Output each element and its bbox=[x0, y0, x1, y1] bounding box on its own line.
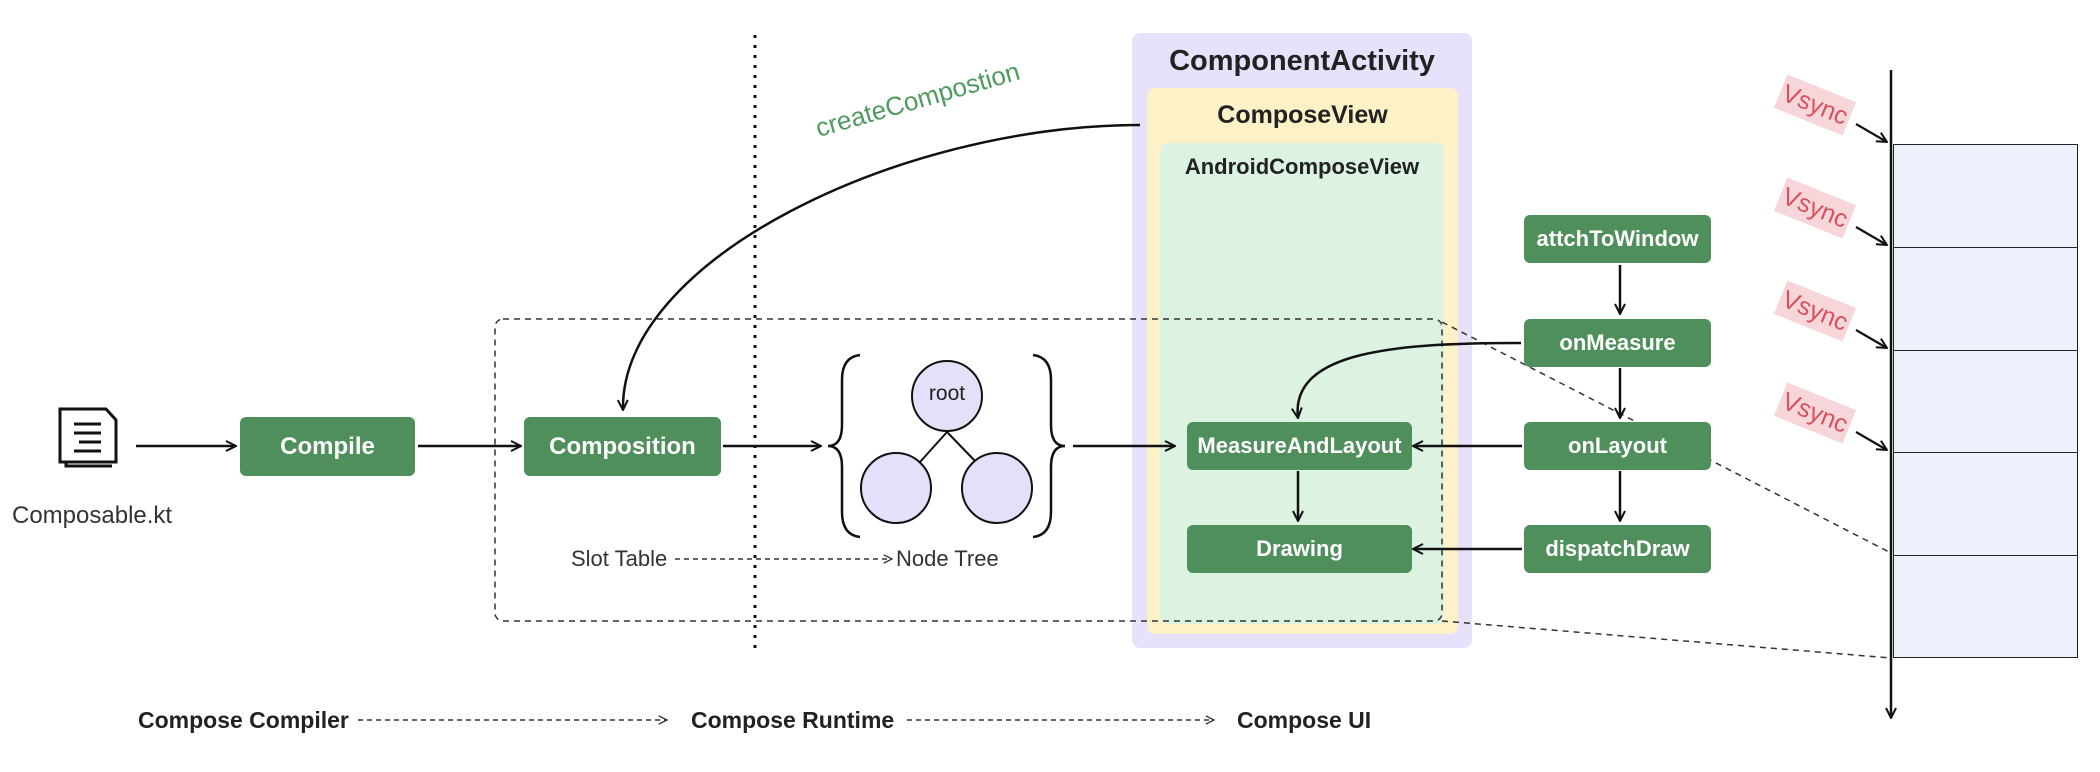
tree-child-node bbox=[860, 452, 932, 524]
tree-edge bbox=[946, 431, 977, 463]
node-tree-label: Node Tree bbox=[896, 546, 999, 571]
vsync-arrow bbox=[1855, 226, 1887, 245]
dispatch-draw-node: dispatchDraw bbox=[1524, 525, 1711, 573]
vsync-arrow bbox=[1855, 123, 1887, 142]
tree-root-node bbox=[911, 360, 983, 432]
node-tree-right-brace bbox=[1032, 353, 1066, 539]
frame-link-line bbox=[1441, 620, 1892, 659]
vsync-arrow bbox=[1855, 431, 1887, 450]
android-compose-view-title: AndroidComposeView bbox=[1184, 154, 1420, 179]
on-measure-curve bbox=[1298, 341, 1522, 418]
tree-root-label: root bbox=[928, 382, 966, 405]
attach-to-window-node: attchToWindow bbox=[1524, 215, 1711, 263]
frame-box bbox=[1893, 555, 2078, 658]
stage-compose-compiler: Compose Compiler bbox=[138, 707, 349, 733]
composition-node: Composition bbox=[524, 417, 721, 476]
create-composition-curve bbox=[623, 123, 1141, 410]
compose-view-title: ComposeView bbox=[1217, 101, 1388, 129]
kotlin-file-icon bbox=[58, 407, 118, 468]
stage-compose-runtime: Compose Runtime bbox=[691, 707, 895, 733]
tree-child-node bbox=[961, 452, 1033, 524]
on-layout-node: onLayout bbox=[1524, 422, 1711, 470]
frame-link-line bbox=[1441, 321, 1892, 554]
tree-edge bbox=[919, 431, 948, 463]
file-label: Composable.kt bbox=[12, 502, 173, 529]
measure-and-layout-node: MeasureAndLayout bbox=[1187, 422, 1412, 470]
vsync-arrow bbox=[1855, 329, 1887, 348]
stage-compose-ui: Compose UI bbox=[1237, 707, 1372, 733]
on-measure-node: onMeasure bbox=[1524, 319, 1711, 367]
compile-node: Compile bbox=[240, 417, 415, 476]
frame-box bbox=[1893, 452, 2078, 556]
runtime-dashed-region bbox=[494, 318, 1443, 622]
node-tree-left-brace bbox=[827, 353, 861, 539]
component-activity-title: ComponentActivity bbox=[1169, 45, 1435, 77]
slot-table-label: Slot Table bbox=[571, 546, 668, 571]
drawing-node: Drawing bbox=[1187, 525, 1412, 573]
